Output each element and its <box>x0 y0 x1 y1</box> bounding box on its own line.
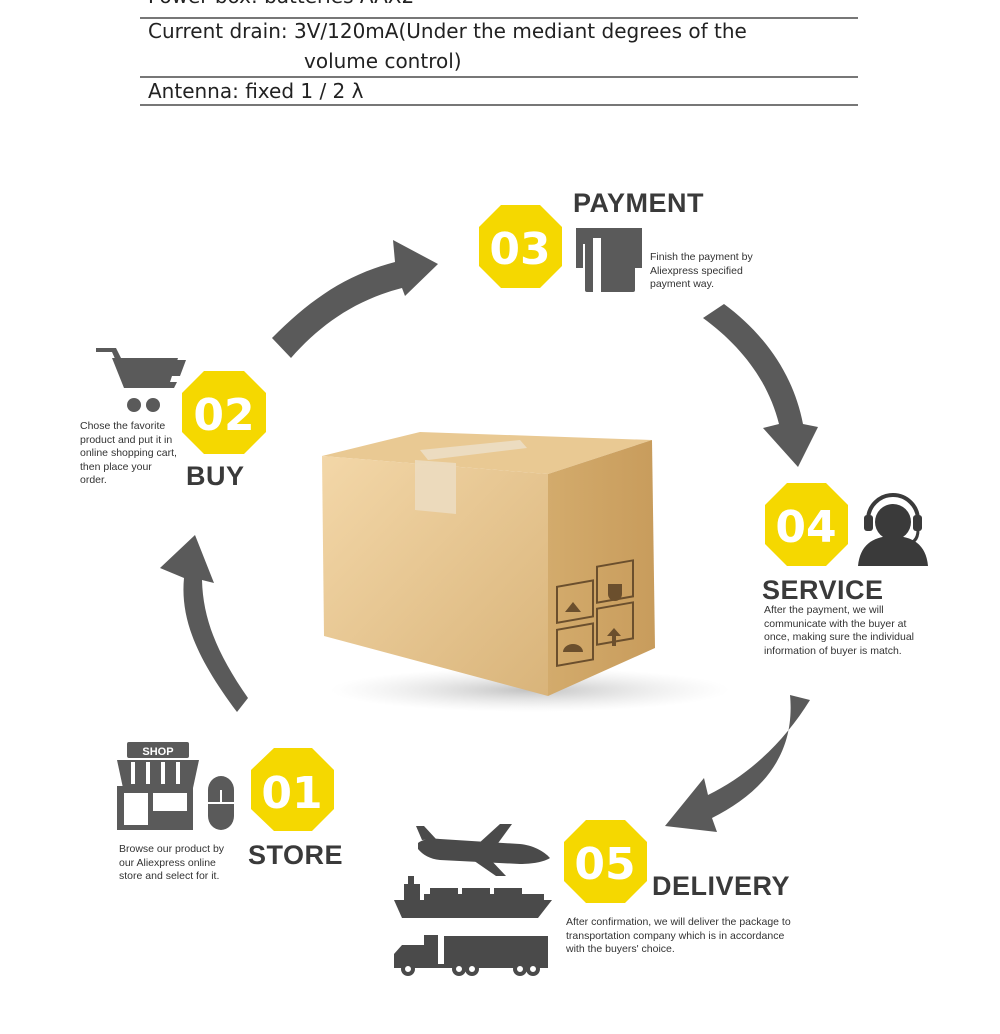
mouse-icon <box>208 776 234 830</box>
spec-label: Current drain: 3V/120mA(Under the median… <box>148 19 747 43</box>
shop-sign-text: SHOP <box>142 746 173 758</box>
spec-label: Power box: batteries AAX2 <box>148 0 414 8</box>
step-title-store: STORE <box>248 840 344 870</box>
spec-label: Antenna: fixed 1 / 2 λ <box>148 79 364 103</box>
arrow-store-to-buy <box>160 535 248 712</box>
shop-icon <box>117 742 199 830</box>
badge-03 <box>479 205 562 288</box>
spec-row-antenna: Antenna: fixed 1 / 2 λ <box>140 78 858 106</box>
step-title-service: SERVICE <box>762 575 884 605</box>
step-title-delivery: DELIVERY <box>652 871 791 901</box>
spec-row-current-drain: Current drain: 3V/120mA(Under the median… <box>140 17 858 78</box>
step-desc-buy: Chose the favorite product and put it in… <box>80 420 177 486</box>
badge-04 <box>765 483 848 566</box>
shopping-cart-icon <box>96 348 186 412</box>
truck-icon <box>394 935 548 976</box>
step-number-03: 03 <box>489 224 550 275</box>
step-number-02: 02 <box>193 390 254 441</box>
headset-person-icon <box>858 493 928 566</box>
cargo-ship-icon <box>394 876 552 918</box>
step-number-05: 05 <box>574 839 635 890</box>
arrow-service-to-delivery <box>665 695 810 832</box>
step-title-payment: PAYMENT <box>573 188 705 218</box>
step-number-04: 04 <box>775 502 836 553</box>
cardboard-box-image <box>322 432 730 712</box>
badge-05 <box>564 820 647 903</box>
step-desc-store: Browse our product by our Aliexpress onl… <box>119 843 225 882</box>
step-desc-payment: Finish the payment by Aliexpress specifi… <box>650 251 753 290</box>
badge-01 <box>251 748 334 831</box>
card-payment-icon <box>576 228 642 292</box>
step-desc-service: After the payment, we will communicate w… <box>764 604 915 657</box>
step-desc-delivery: After confirmation, we will deliver the … <box>566 916 791 955</box>
airplane-icon <box>416 824 550 876</box>
step-number-01: 01 <box>261 768 322 819</box>
arrow-buy-to-payment <box>272 240 438 358</box>
arrow-payment-to-service <box>703 304 818 467</box>
spec-continuation: volume control) <box>304 49 462 73</box>
badge-02 <box>182 371 266 454</box>
step-title-buy: BUY <box>186 461 245 491</box>
spec-row-power-box: Power box: batteries AAX2 <box>140 0 858 19</box>
